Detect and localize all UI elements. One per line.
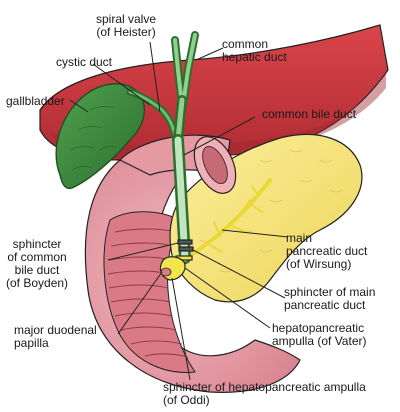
label-major-duodenal-papilla: major duodenal papilla [14, 323, 97, 350]
label-sphincter-common-bile-duct: sphincter of common bile duct (of Boyden… [6, 237, 69, 290]
label-common-hepatic-duct: common hepatic duct [222, 37, 287, 64]
label-sphincter-hepatopancreatic-ampulla: sphincter of hepatopancreatic ampulla (o… [163, 380, 366, 407]
sphincter-bands [175, 239, 194, 261]
leader-lines [69, 41, 289, 381]
common-bile-duct [172, 134, 191, 264]
label-cystic-duct: cystic duct [56, 55, 113, 69]
common-hepatic-duct [171, 31, 199, 145]
label-gallbladder: gallbladder [6, 94, 65, 108]
label-hepatopancreatic-ampulla: hepatopancreatic ampulla (of Vater) [272, 321, 367, 348]
main-pancreatic-duct [178, 178, 272, 264]
gallbladder [55, 83, 146, 190]
label-main-pancreatic-duct: main pancreatic duct (of Wirsung) [286, 231, 368, 271]
label-common-bile-duct: common bile duct [262, 107, 357, 121]
label-sphincter-main-pancreatic-duct: sphincter of main pancreatic duct [284, 285, 376, 312]
pancreas-texture [199, 149, 343, 273]
gallbladder-folds [69, 106, 117, 171]
label-spiral-valve: spiral valve (of Heister) [96, 12, 157, 39]
